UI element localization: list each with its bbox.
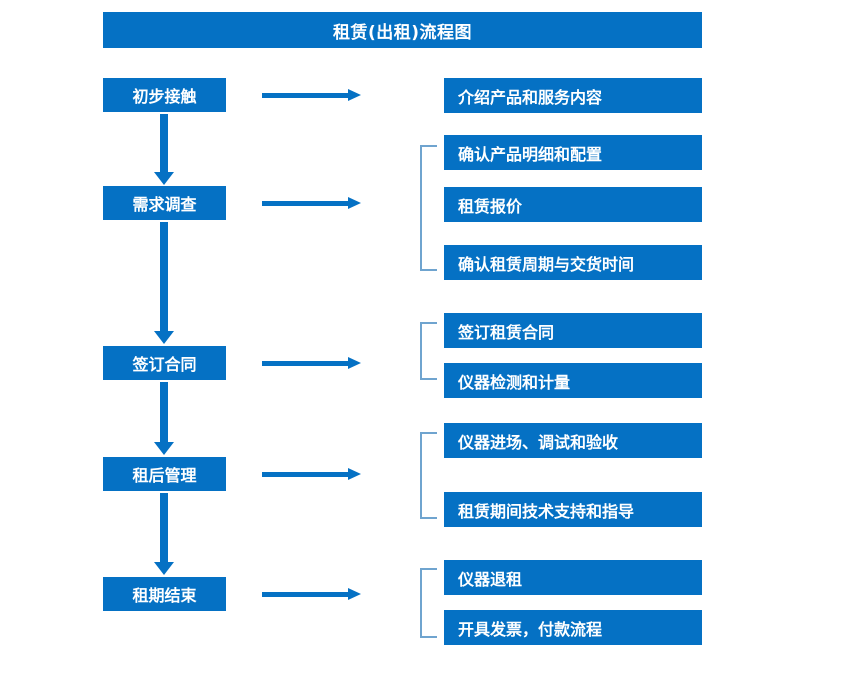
horizontal-arrow-stage1 xyxy=(262,89,362,101)
detail-node-1[interactable]: 介绍产品和服务内容 xyxy=(444,78,702,113)
stage-node-4-label: 租后管理 xyxy=(132,466,197,485)
vertical-arrow-stage2-to-stage3 xyxy=(154,222,174,344)
detail-node-1-label: 介绍产品和服务内容 xyxy=(458,87,603,107)
horizontal-arrow-stage2 xyxy=(262,197,362,209)
page-title: 租赁(出租)流程图 xyxy=(103,12,702,48)
horizontal-arrow-stage3 xyxy=(262,357,362,369)
detail-node-6[interactable]: 仪器检测和计量 xyxy=(444,363,702,398)
stage-node-1-label: 初步接触 xyxy=(132,87,197,106)
detail-node-5-label: 签订租赁合同 xyxy=(458,322,555,342)
detail-node-9-label: 仪器退租 xyxy=(458,569,523,589)
horizontal-arrow-stage4 xyxy=(262,468,362,480)
stage-node-2[interactable]: 需求调查 xyxy=(103,186,226,220)
detail-node-9[interactable]: 仪器退租 xyxy=(444,560,702,595)
detail-node-7[interactable]: 仪器进场、调试和验收 xyxy=(444,423,702,458)
vertical-arrow-stage1-to-stage2 xyxy=(154,114,174,185)
stage-node-5-label: 租期结束 xyxy=(132,586,197,605)
group-bracket-end-of-term xyxy=(420,568,437,638)
detail-node-6-label: 仪器检测和计量 xyxy=(458,372,571,392)
stage-node-1[interactable]: 初步接触 xyxy=(103,78,226,112)
detail-node-8[interactable]: 租赁期间技术支持和指导 xyxy=(444,492,702,527)
horizontal-arrow-stage5 xyxy=(262,588,362,600)
detail-node-5[interactable]: 签订租赁合同 xyxy=(444,313,702,348)
stage-node-2-label: 需求调查 xyxy=(132,195,197,214)
detail-node-4[interactable]: 确认租赁周期与交货时间 xyxy=(444,245,702,280)
detail-node-3[interactable]: 租赁报价 xyxy=(444,187,702,222)
detail-node-10-label: 开具发票，付款流程 xyxy=(458,619,603,639)
stage-node-4[interactable]: 租后管理 xyxy=(103,457,226,491)
group-bracket-post-rental xyxy=(420,432,437,519)
detail-node-3-label: 租赁报价 xyxy=(458,196,523,216)
group-bracket-contract xyxy=(420,322,437,380)
vertical-arrow-stage4-to-stage5 xyxy=(154,493,174,575)
detail-node-7-label: 仪器进场、调试和验收 xyxy=(458,432,619,452)
detail-node-4-label: 确认租赁周期与交货时间 xyxy=(458,254,635,274)
stage-node-5[interactable]: 租期结束 xyxy=(103,577,226,611)
detail-node-2-label: 确认产品明细和配置 xyxy=(458,144,603,164)
detail-node-8-label: 租赁期间技术支持和指导 xyxy=(458,501,635,521)
stage-node-3[interactable]: 签订合同 xyxy=(103,346,226,380)
detail-node-10[interactable]: 开具发票，付款流程 xyxy=(444,610,702,645)
stage-node-3-label: 签订合同 xyxy=(132,355,197,374)
group-bracket-needs-survey xyxy=(420,145,437,271)
detail-node-2[interactable]: 确认产品明细和配置 xyxy=(444,135,702,170)
vertical-arrow-stage3-to-stage4 xyxy=(154,382,174,455)
